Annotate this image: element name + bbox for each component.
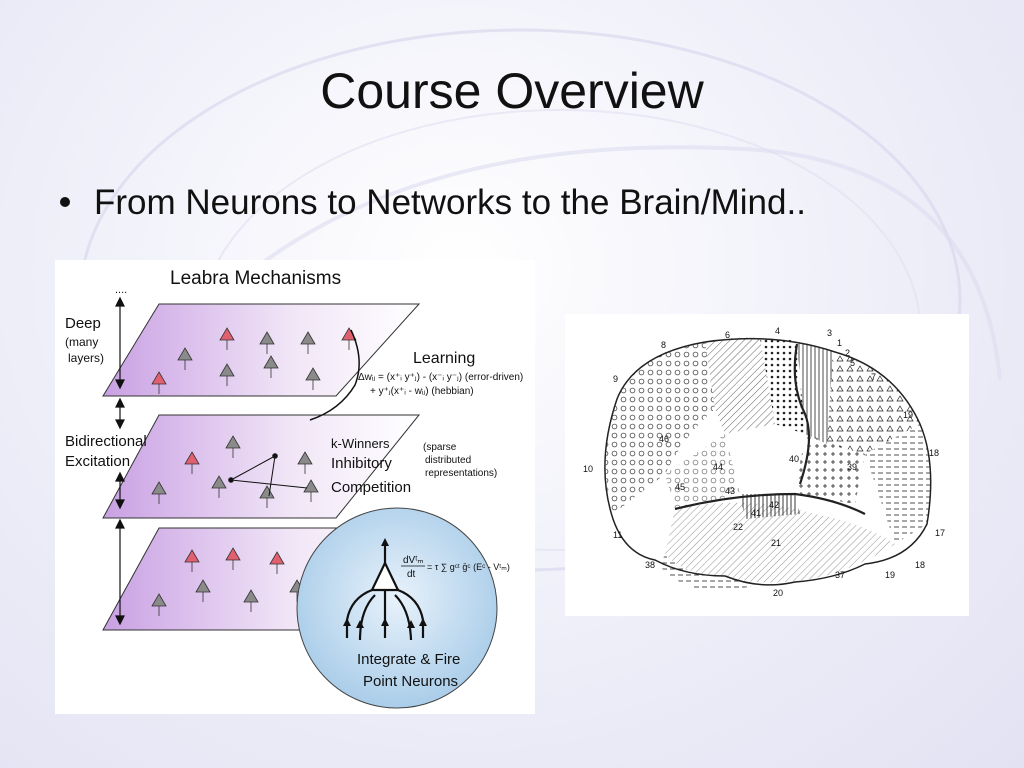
central-sulcus <box>793 343 811 485</box>
svg-text:37: 37 <box>835 570 845 580</box>
kwta-label-3: Competition <box>331 479 411 496</box>
kwta-label-1: k-Winners <box>331 436 390 451</box>
neuron-arrowheads <box>343 538 427 628</box>
area-angular <box>795 434 865 504</box>
neuron-eq-right: = τ ∑ gᶜᵗ ḡᶜ (Eᶜ - Vᵗₘ) <box>427 562 510 572</box>
learning-equation-1: Δwᵢⱼ = (x⁺ᵢ y⁺ⱼ) - (x⁻ᵢ y⁻ⱼ) (error-driv… <box>358 372 523 383</box>
neurons-bottom-layer <box>151 547 305 616</box>
neuron-eq-dt: dt <box>407 569 416 580</box>
svg-text:21: 21 <box>771 538 781 548</box>
sparse-label-3: representations) <box>425 468 497 479</box>
layer-top <box>102 303 421 397</box>
deep-sub-1: (many <box>65 335 98 349</box>
svg-text:19: 19 <box>903 410 913 420</box>
svg-text:19: 19 <box>885 570 895 580</box>
area-frontal <box>605 342 715 514</box>
leabra-title: Leabra Mechanisms <box>170 268 341 289</box>
bullet-item: From Neurons to Networks to the Brain/Mi… <box>60 183 980 223</box>
neuron-label-2: Point Neurons <box>363 673 458 690</box>
svg-text:5: 5 <box>850 358 855 368</box>
neuron-eq-left: dVᵗₘ <box>403 555 424 566</box>
learning-equation-2: + y⁺ⱼ(x⁺ᵢ - wᵢⱼ) (hebbian) <box>370 386 474 397</box>
brain-map: 4 6 8 3 1 2 5 7 9 19 10 18 46 40 39 44 4… <box>583 326 945 598</box>
svg-text:22: 22 <box>733 522 743 532</box>
area-motor <box>705 337 775 434</box>
svg-text:45: 45 <box>675 482 685 492</box>
svg-text:1: 1 <box>837 338 842 348</box>
svg-text:2: 2 <box>845 348 850 358</box>
lateral-sulcus <box>674 492 866 515</box>
svg-text:9: 9 <box>613 374 618 384</box>
svg-text:6: 6 <box>725 330 730 340</box>
bullet-text: From Neurons to Networks to the Brain/Mi… <box>94 183 806 222</box>
svg-text:3: 3 <box>827 328 832 338</box>
svg-text:4: 4 <box>775 326 780 336</box>
area-occipital <box>865 424 931 544</box>
bidirectional-label: Bidirectional <box>65 433 147 450</box>
sparse-label-2: distributed <box>425 455 471 466</box>
area-somatosensory <box>760 337 805 434</box>
svg-text:18: 18 <box>929 448 939 458</box>
bullet-dot-icon <box>60 196 70 207</box>
svg-text:8: 8 <box>661 340 666 350</box>
neuron-label-1: Integrate & Fire <box>357 651 460 668</box>
slide-title: Course Overview <box>320 63 704 119</box>
svg-text:42: 42 <box>769 500 779 510</box>
svg-text:17: 17 <box>935 528 945 538</box>
neuron-circle <box>296 507 498 709</box>
svg-text:39: 39 <box>847 462 857 472</box>
left-arrows <box>115 296 125 626</box>
neurons-top-layer <box>151 327 357 394</box>
brain-figure: 4 6 8 3 1 2 5 7 9 19 10 18 46 40 39 44 4… <box>565 314 969 616</box>
layer-middle <box>102 414 421 519</box>
excitation-label: Excitation <box>65 453 130 470</box>
svg-text:46: 46 <box>659 434 669 444</box>
kwta-label-2: Inhibitory <box>331 455 392 472</box>
deep-sub-2: layers) <box>68 351 104 365</box>
svg-text:18: 18 <box>915 560 925 570</box>
svg-text:38: 38 <box>645 560 655 570</box>
svg-text:41: 41 <box>751 508 761 518</box>
svg-text:11: 11 <box>613 530 622 540</box>
svg-text:20: 20 <box>773 588 783 598</box>
area-parietal <box>827 352 920 454</box>
learning-connector <box>309 329 360 421</box>
dots-label: .... <box>115 284 127 296</box>
learning-label: Learning <box>413 350 475 367</box>
svg-text:40: 40 <box>789 454 799 464</box>
area-inferior-frontal <box>665 434 740 509</box>
leabra-figure: Leabra Mechanisms .... Deep (many layers… <box>55 260 535 714</box>
area-number-labels: 4 6 8 3 1 2 5 7 9 19 10 18 46 40 39 44 4… <box>583 326 945 598</box>
svg-text:7: 7 <box>871 372 876 382</box>
deep-label: Deep <box>65 315 101 332</box>
svg-text:44: 44 <box>713 462 723 472</box>
svg-text:43: 43 <box>725 486 735 496</box>
leabra-diagram: Leabra Mechanisms .... Deep (many layers… <box>65 268 523 709</box>
svg-text:10: 10 <box>583 464 593 474</box>
area-temporal-pole <box>660 554 755 592</box>
area-auditory <box>740 494 800 519</box>
neurons-middle-layer <box>151 435 319 508</box>
sparse-label-1: (sparse <box>423 442 457 453</box>
area-temporal <box>665 502 895 583</box>
